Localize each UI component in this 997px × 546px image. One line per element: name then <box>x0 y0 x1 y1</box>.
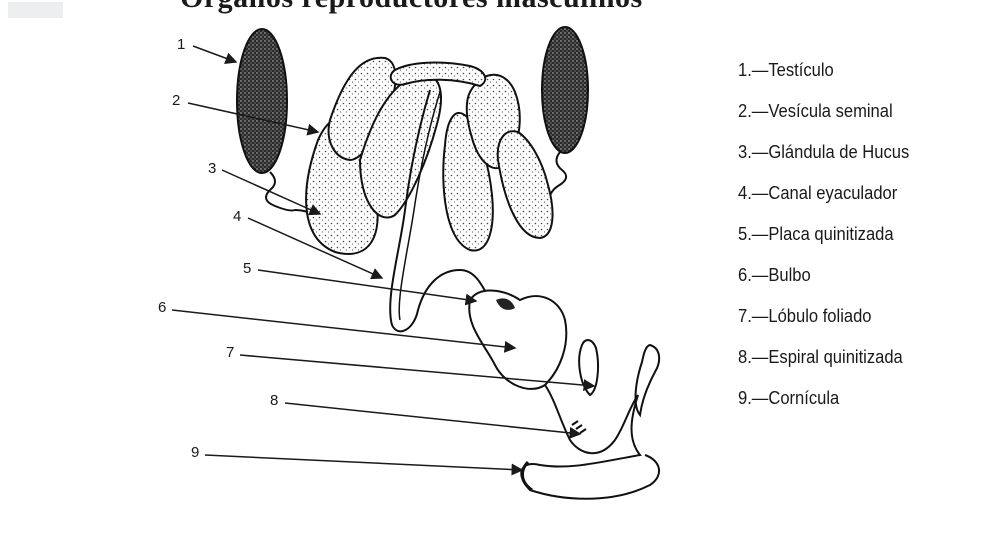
number-label: 4 <box>233 208 241 225</box>
legend-item: 2.—Vesícula seminal <box>738 101 973 142</box>
leader-8 <box>285 403 580 434</box>
number-label: 1 <box>177 36 185 53</box>
left-testicle <box>237 29 287 173</box>
legend-label: 1.—Testículo <box>738 60 834 81</box>
number-label: 3 <box>208 160 216 177</box>
legend-item: 8.—Espiral quinitizada <box>738 347 973 388</box>
leader-9 <box>205 455 522 470</box>
legend-label: 9.—Cornícula <box>738 388 839 409</box>
legend-label: 3.—Glándula de Hucus <box>738 142 909 163</box>
number-label: 5 <box>243 260 251 277</box>
legend-item: 6.—Bulbo <box>738 265 973 306</box>
legend-label: 4.—Canal eyaculador <box>738 183 897 204</box>
legend-item: 9.—Cornícula <box>738 388 973 429</box>
chitinized-spiral <box>572 421 586 433</box>
legend: 1.—Testículo 2.—Vesícula seminal 3.—Glán… <box>738 60 993 429</box>
legend-item: 7.—Lóbulo foliado <box>738 306 973 347</box>
number-label: 2 <box>172 92 180 109</box>
legend-label: 2.—Vesícula seminal <box>738 101 893 122</box>
number-label: 8 <box>270 392 278 409</box>
legend-item: 5.—Placa quinitizada <box>738 224 973 265</box>
right-testicle <box>542 27 588 153</box>
legend-label: 8.—Espiral quinitizada <box>738 347 903 368</box>
legend-item: 3.—Glándula de Hucus <box>738 142 973 183</box>
legend-item: 4.—Canal eyaculador <box>738 183 973 224</box>
leader-6 <box>172 310 515 348</box>
number-label: 7 <box>226 344 234 361</box>
number-label: 6 <box>158 299 166 316</box>
foliate-lobe-left <box>579 340 598 395</box>
leader-1 <box>193 46 236 62</box>
bulb <box>469 291 566 389</box>
foliate-lobe-right <box>636 345 660 415</box>
legend-item: 1.—Testículo <box>738 60 973 101</box>
legend-label: 5.—Placa quinitizada <box>738 224 894 245</box>
legend-label: 7.—Lóbulo foliado <box>738 306 872 327</box>
number-label: 9 <box>191 444 199 461</box>
cornicula <box>522 462 532 490</box>
legend-label: 6.—Bulbo <box>738 265 811 286</box>
gland-outer-right <box>498 131 553 238</box>
